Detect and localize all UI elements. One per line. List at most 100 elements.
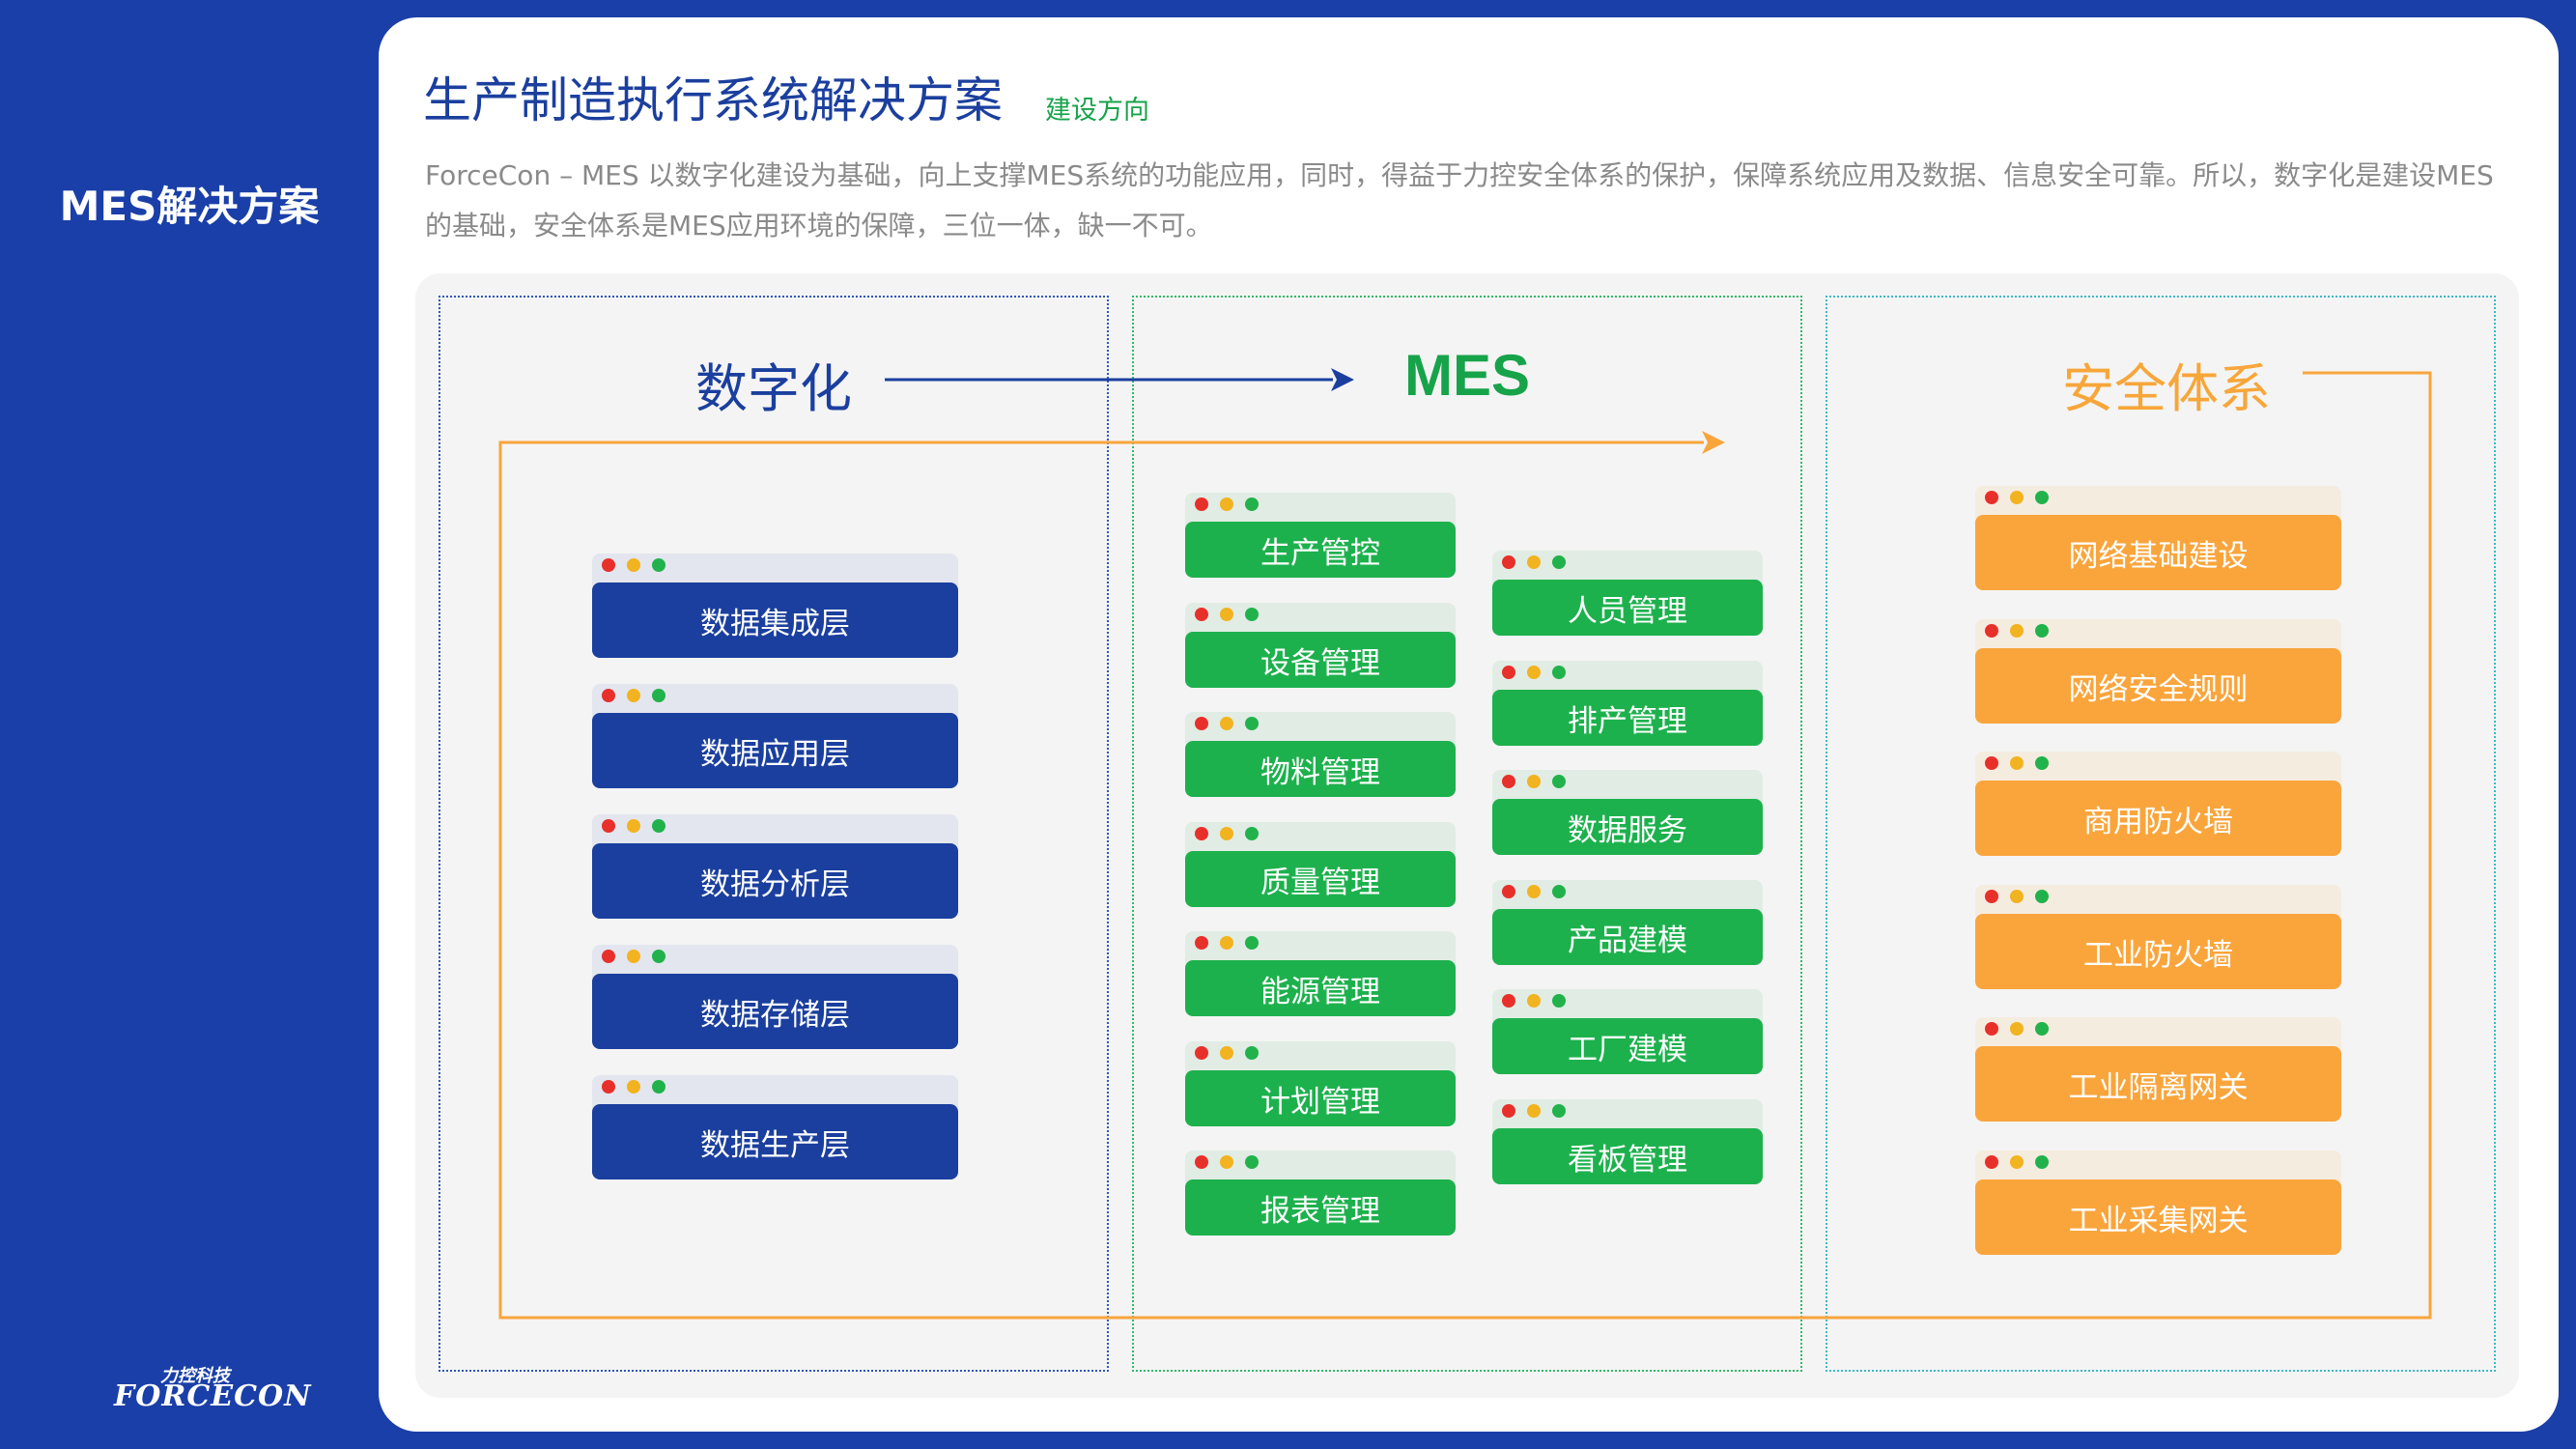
window-dots	[1502, 1099, 1566, 1122]
window-dots	[1502, 989, 1566, 1012]
mes-right-card[interactable]: 看板管理	[1492, 1099, 1763, 1184]
minimize-dot-icon	[627, 689, 640, 702]
close-dot-icon	[602, 689, 615, 702]
digital-card[interactable]: 数据生产层	[592, 1075, 958, 1179]
close-dot-icon	[1195, 497, 1208, 511]
card-label: 数据存储层	[592, 974, 958, 1049]
mes-right-card[interactable]: 排产管理	[1492, 661, 1763, 746]
maximize-dot-icon	[1245, 1046, 1259, 1060]
minimize-dot-icon	[2010, 890, 2024, 903]
maximize-dot-icon	[1245, 608, 1259, 621]
close-dot-icon	[1502, 885, 1515, 898]
mes-right-card[interactable]: 人员管理	[1492, 551, 1763, 636]
minimize-dot-icon	[1527, 1104, 1541, 1118]
logo-en: FORCECON	[114, 1379, 312, 1413]
window-dots	[1195, 822, 1259, 845]
minimize-dot-icon	[2010, 1155, 2024, 1169]
close-dot-icon	[1985, 491, 1998, 504]
security-card[interactable]: 网络基础建设	[1975, 486, 2341, 590]
window-dots	[1985, 619, 2049, 642]
maximize-dot-icon	[652, 950, 665, 963]
digital-card[interactable]: 数据集成层	[592, 554, 958, 658]
mes-left-card[interactable]: 质量管理	[1185, 822, 1456, 907]
window-dots	[1195, 931, 1259, 954]
maximize-dot-icon	[1552, 775, 1566, 788]
card-label: 工业防火墙	[1975, 914, 2341, 989]
maximize-dot-icon	[2035, 1155, 2049, 1169]
minimize-dot-icon	[1220, 1046, 1233, 1060]
window-dots	[1502, 661, 1566, 684]
mes-right-card[interactable]: 数据服务	[1492, 770, 1763, 855]
maximize-dot-icon	[652, 1080, 665, 1094]
mes-left-card[interactable]: 能源管理	[1185, 931, 1456, 1016]
card-label: 网络基础建设	[1975, 515, 2341, 590]
window-dots	[1985, 1017, 2049, 1040]
close-dot-icon	[602, 950, 615, 963]
maximize-dot-icon	[1245, 1155, 1259, 1169]
card-label: 排产管理	[1492, 690, 1763, 746]
minimize-dot-icon	[627, 950, 640, 963]
close-dot-icon	[602, 558, 615, 572]
close-dot-icon	[1502, 666, 1515, 679]
forcecon-logo: 力控科技 FORCECON	[114, 1362, 311, 1413]
security-card[interactable]: 工业采集网关	[1975, 1151, 2341, 1255]
card-label: 工厂建模	[1492, 1018, 1763, 1074]
mes-left-card[interactable]: 计划管理	[1185, 1041, 1456, 1126]
close-dot-icon	[602, 819, 615, 833]
minimize-dot-icon	[1527, 555, 1541, 569]
close-dot-icon	[1195, 717, 1208, 730]
maximize-dot-icon	[1552, 555, 1566, 569]
maximize-dot-icon	[2035, 624, 2049, 638]
close-dot-icon	[602, 1080, 615, 1094]
minimize-dot-icon	[1220, 936, 1233, 950]
security-card[interactable]: 工业防火墙	[1975, 885, 2341, 989]
card-label: 设备管理	[1185, 632, 1456, 688]
digital-card[interactable]: 数据存储层	[592, 945, 958, 1049]
maximize-dot-icon	[652, 558, 665, 572]
security-card[interactable]: 商用防火墙	[1975, 752, 2341, 856]
card-label: 人员管理	[1492, 580, 1763, 636]
close-dot-icon	[1985, 756, 1998, 770]
digital-card[interactable]: 数据应用层	[592, 684, 958, 788]
window-dots	[1195, 603, 1259, 626]
maximize-dot-icon	[2035, 491, 2049, 504]
close-dot-icon	[1502, 555, 1515, 569]
card-label: 物料管理	[1185, 741, 1456, 797]
close-dot-icon	[1502, 775, 1515, 788]
close-dot-icon	[1502, 1104, 1515, 1118]
security-card[interactable]: 工业隔离网关	[1975, 1017, 2341, 1122]
mes-left-card[interactable]: 生产管控	[1185, 493, 1456, 578]
minimize-dot-icon	[627, 558, 640, 572]
window-dots	[1985, 1151, 2049, 1174]
card-label: 工业采集网关	[1975, 1179, 2341, 1255]
window-dots	[1195, 712, 1259, 735]
maximize-dot-icon	[652, 819, 665, 833]
window-dots	[1985, 885, 2049, 908]
card-label: 能源管理	[1185, 960, 1456, 1016]
digital-card[interactable]: 数据分析层	[592, 814, 958, 919]
maximize-dot-icon	[1245, 497, 1259, 511]
window-dots	[1195, 493, 1259, 516]
mes-left-card[interactable]: 设备管理	[1185, 603, 1456, 688]
minimize-dot-icon	[1527, 994, 1541, 1008]
minimize-dot-icon	[2010, 1022, 2024, 1036]
window-dots	[1195, 1151, 1259, 1174]
mes-left-card[interactable]: 报表管理	[1185, 1151, 1456, 1236]
close-dot-icon	[1985, 624, 1998, 638]
window-dots	[1502, 770, 1566, 793]
minimize-dot-icon	[2010, 624, 2024, 638]
mes-left-card[interactable]: 物料管理	[1185, 712, 1456, 797]
mes-right-card[interactable]: 产品建模	[1492, 880, 1763, 965]
logo-cn: 力控科技	[160, 1366, 230, 1386]
card-label: 质量管理	[1185, 851, 1456, 907]
mes-right-card[interactable]: 工厂建模	[1492, 989, 1763, 1074]
window-dots	[1195, 1041, 1259, 1065]
maximize-dot-icon	[2035, 756, 2049, 770]
minimize-dot-icon	[1220, 497, 1233, 511]
close-dot-icon	[1985, 1022, 1998, 1036]
security-card[interactable]: 网络安全规则	[1975, 619, 2341, 724]
maximize-dot-icon	[2035, 890, 2049, 903]
close-dot-icon	[1195, 1155, 1208, 1169]
maximize-dot-icon	[1245, 827, 1259, 840]
window-dots	[1985, 752, 2049, 775]
